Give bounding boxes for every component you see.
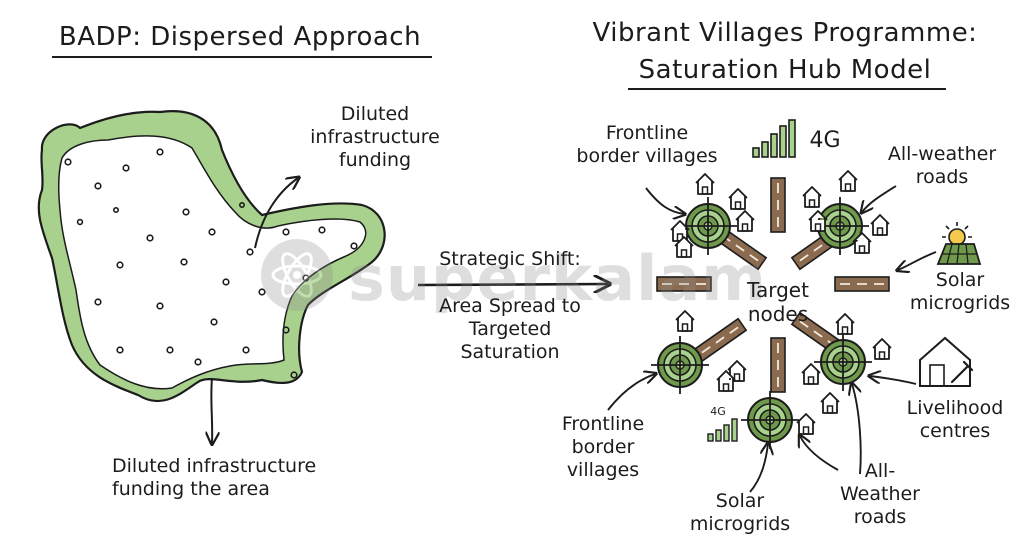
watermark-logo-icon xyxy=(261,239,333,311)
network-4g-small-label: 4G xyxy=(710,405,726,418)
label-livelihood-centres: Livelihood centres xyxy=(906,397,1004,443)
left-title: BADP: Dispersed Approach xyxy=(58,22,422,52)
solar-panel-icon xyxy=(936,222,982,265)
arrow-bottom-callout xyxy=(211,377,212,443)
label-solar-microgrids-right: Solar microgrids xyxy=(909,269,1011,315)
watermark: superkalam xyxy=(340,242,767,315)
region-map xyxy=(37,110,386,403)
right-title-line1: Vibrant Villages Programme: xyxy=(592,18,978,48)
livelihood-centre-icon xyxy=(919,336,974,387)
right-callout-arrows xyxy=(607,185,937,493)
label-all-weather-roads-bottom: All- Weather roads xyxy=(840,460,920,529)
label-frontline-top: Frontline border villages xyxy=(576,122,718,168)
arrow-top-callout xyxy=(254,178,298,249)
label-solar-microgrids-bottom: Solar microgrids xyxy=(689,490,791,536)
strategic-shift-label: Strategic Shift: xyxy=(439,248,581,270)
hub-south xyxy=(740,390,800,450)
label-frontline-bottom: Frontline border villages xyxy=(561,413,645,482)
network-4g-label: 4G xyxy=(809,128,841,153)
region-inner-area xyxy=(57,135,367,390)
target-nodes-label: Target nodes xyxy=(747,278,809,327)
right-title-underline xyxy=(628,88,946,90)
right-title-line2: Saturation Hub Model xyxy=(638,55,932,85)
signal-bars-icon xyxy=(752,119,796,158)
label-all-weather-roads-top: All-weather roads xyxy=(887,143,997,189)
strategic-shift-arrow xyxy=(417,284,608,285)
left-title-underline xyxy=(52,56,432,58)
watermark-text: superkalam xyxy=(348,242,767,315)
dispersed-dots xyxy=(64,148,358,379)
callout-diluted-funding-area: Diluted infrastructure funding the area xyxy=(112,455,317,501)
strategic-shift-subtitle: Area Spread to Targeted Saturation xyxy=(439,295,581,364)
callout-diluted-funding: Diluted infrastructure funding xyxy=(310,103,440,172)
signal-bars-small-icon xyxy=(707,418,738,442)
